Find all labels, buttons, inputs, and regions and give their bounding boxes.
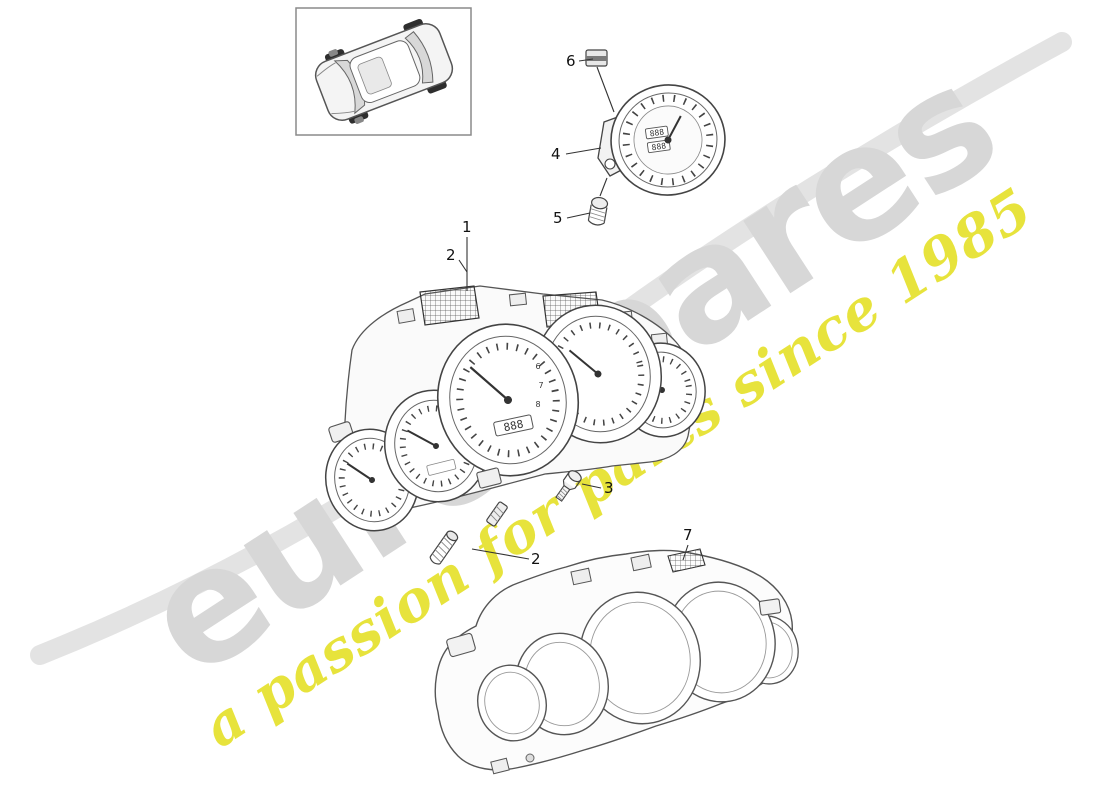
clock-gauge-assembly: 888 888: [585, 49, 726, 226]
connector-block-left: [419, 285, 480, 326]
threaded-stud-long: [429, 530, 459, 565]
retaining-clip: [585, 49, 608, 67]
callout-lines: [458, 58, 689, 561]
housing-connector-tab: [667, 548, 706, 573]
car-thumbnail: [295, 7, 472, 136]
scale-digit-7: 7: [538, 381, 543, 390]
scale-digit-6: 6: [535, 362, 540, 371]
odometer-display: 888: [502, 417, 524, 434]
scale-digit-8: 8: [535, 400, 540, 409]
instrument-cluster: 888 6 7 8: [324, 285, 706, 532]
fastening-screw: [555, 470, 582, 502]
callout-item-4[interactable]: 4: [551, 145, 561, 163]
callout-item-2-cluster[interactable]: 2: [446, 246, 456, 264]
clock-gauge: 888 888: [610, 84, 726, 196]
cluster-housing-bezel: [434, 548, 799, 775]
callout-item-6[interactable]: 6: [566, 52, 576, 70]
threaded-stud-short: [486, 501, 508, 527]
callout-item-2-stud[interactable]: 2: [531, 550, 541, 568]
clock-display-top: 888: [649, 127, 665, 138]
clock-screw: [587, 196, 609, 226]
callout-item-1[interactable]: 1: [462, 218, 472, 236]
callout-item-3[interactable]: 3: [604, 479, 614, 497]
gauge-speedometer: 888: [436, 323, 580, 477]
callout-item-5[interactable]: 5: [553, 209, 563, 227]
clock-display-bottom: 888: [651, 141, 667, 152]
callout-item-7[interactable]: 7: [683, 526, 693, 544]
